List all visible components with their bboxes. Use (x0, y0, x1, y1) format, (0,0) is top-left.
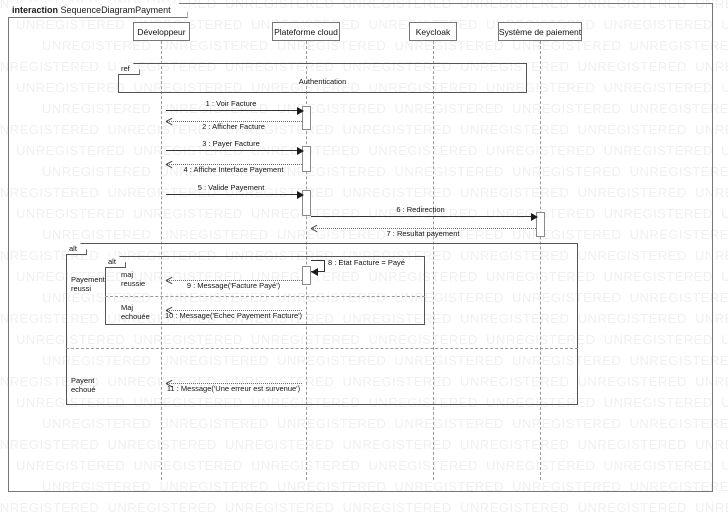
alt-fragment-outer (66, 243, 578, 405)
diagram-frame (8, 3, 713, 492)
lifeline-label: Plateforme cloud (274, 26, 338, 37)
diagram-title-keyword: interaction (12, 5, 59, 15)
message-label-7: 7 : Resultat payement (386, 229, 460, 238)
message-line-4 (165, 164, 302, 165)
message-arrowhead (296, 146, 304, 155)
message-line-7 (310, 228, 536, 229)
message-line-9 (165, 280, 302, 281)
alt-outer-guard-top: Payement reussi (71, 275, 105, 293)
message-label-3: 3 : Payer Facture (202, 139, 260, 148)
message-line-3 (165, 150, 297, 151)
alt-outer-divider (66, 348, 578, 349)
lifeline-line-systeme-de-paiement (540, 41, 541, 480)
lifeline-label: Keycloak (415, 26, 451, 37)
ref-fragment-text: Authentication (298, 77, 347, 86)
message-line-6 (310, 216, 531, 217)
diagram-title: interaction SequenceDiagramPayment (8, 3, 188, 18)
lifeline-head-systeme-de-paiement[interactable]: Système de paiement (498, 22, 582, 41)
lifeline-line-developpeur (161, 41, 162, 480)
lifeline-line-plateforme-cloud (306, 41, 307, 480)
message-line-5 (165, 194, 297, 195)
message-line-2 (165, 121, 302, 122)
alt-inner-guard-bottom: Maj echouée (121, 303, 150, 321)
message-label-4: 4 : Affiche Interface Payement (183, 165, 284, 174)
message-arrowhead (166, 277, 173, 284)
message-label-1: 1 : Voir Facture (205, 99, 257, 108)
message-label-5: 5 : Valide Payement (197, 183, 265, 192)
message-label-8: 8 : Etat Facture = Payé (328, 258, 405, 267)
activation-bar (302, 146, 311, 172)
alt-fragment-inner (105, 256, 425, 325)
message-line-1 (165, 110, 297, 111)
alt-inner-divider (105, 296, 425, 297)
message-arrowhead (310, 268, 318, 276)
message-label-9: 9 : Message('Facture Payé') (186, 281, 281, 290)
message-label-2: 2 : Afficher Facture (202, 122, 265, 131)
activation-bar (302, 190, 311, 216)
diagram-title-name: SequenceDiagramPayment (60, 5, 171, 15)
lifeline-head-developpeur[interactable]: Développeur (133, 22, 190, 41)
activation-bar (536, 212, 545, 237)
activation-bar (302, 106, 311, 130)
lifeline-label: Système de paiement (498, 26, 582, 37)
lifeline-line-keycloak (433, 41, 434, 480)
lifeline-head-plateforme-cloud[interactable]: Plateforme cloud (272, 22, 340, 41)
message-arrowhead (311, 225, 318, 232)
message-arrowhead (166, 161, 173, 168)
alt-outer-guard-bottom: Payent echoué (71, 376, 96, 394)
message-label-6: 6 : Redirection (396, 205, 445, 214)
message-arrowhead (296, 106, 304, 115)
lifeline-label: Développeur (137, 26, 186, 37)
ref-fragment (118, 63, 527, 93)
alt-inner-guard-top: maj reussie (121, 270, 146, 288)
message-arrowhead (530, 212, 538, 221)
message-label-10: 10 : Message('Echec Payement Facture') (164, 311, 303, 320)
watermark-text: UNREGISTERED UNREGISTERED UNREGISTERED U… (0, 500, 728, 512)
message-arrowhead (166, 118, 173, 125)
message-line-10 (165, 310, 302, 311)
self-message-8 (310, 260, 325, 272)
message-label-11: 11 : Message('Une erreur est survenue') (166, 384, 301, 393)
message-arrowhead (296, 190, 304, 199)
message-line-11 (165, 383, 302, 384)
lifeline-head-keycloak[interactable]: Keycloak (409, 22, 457, 41)
